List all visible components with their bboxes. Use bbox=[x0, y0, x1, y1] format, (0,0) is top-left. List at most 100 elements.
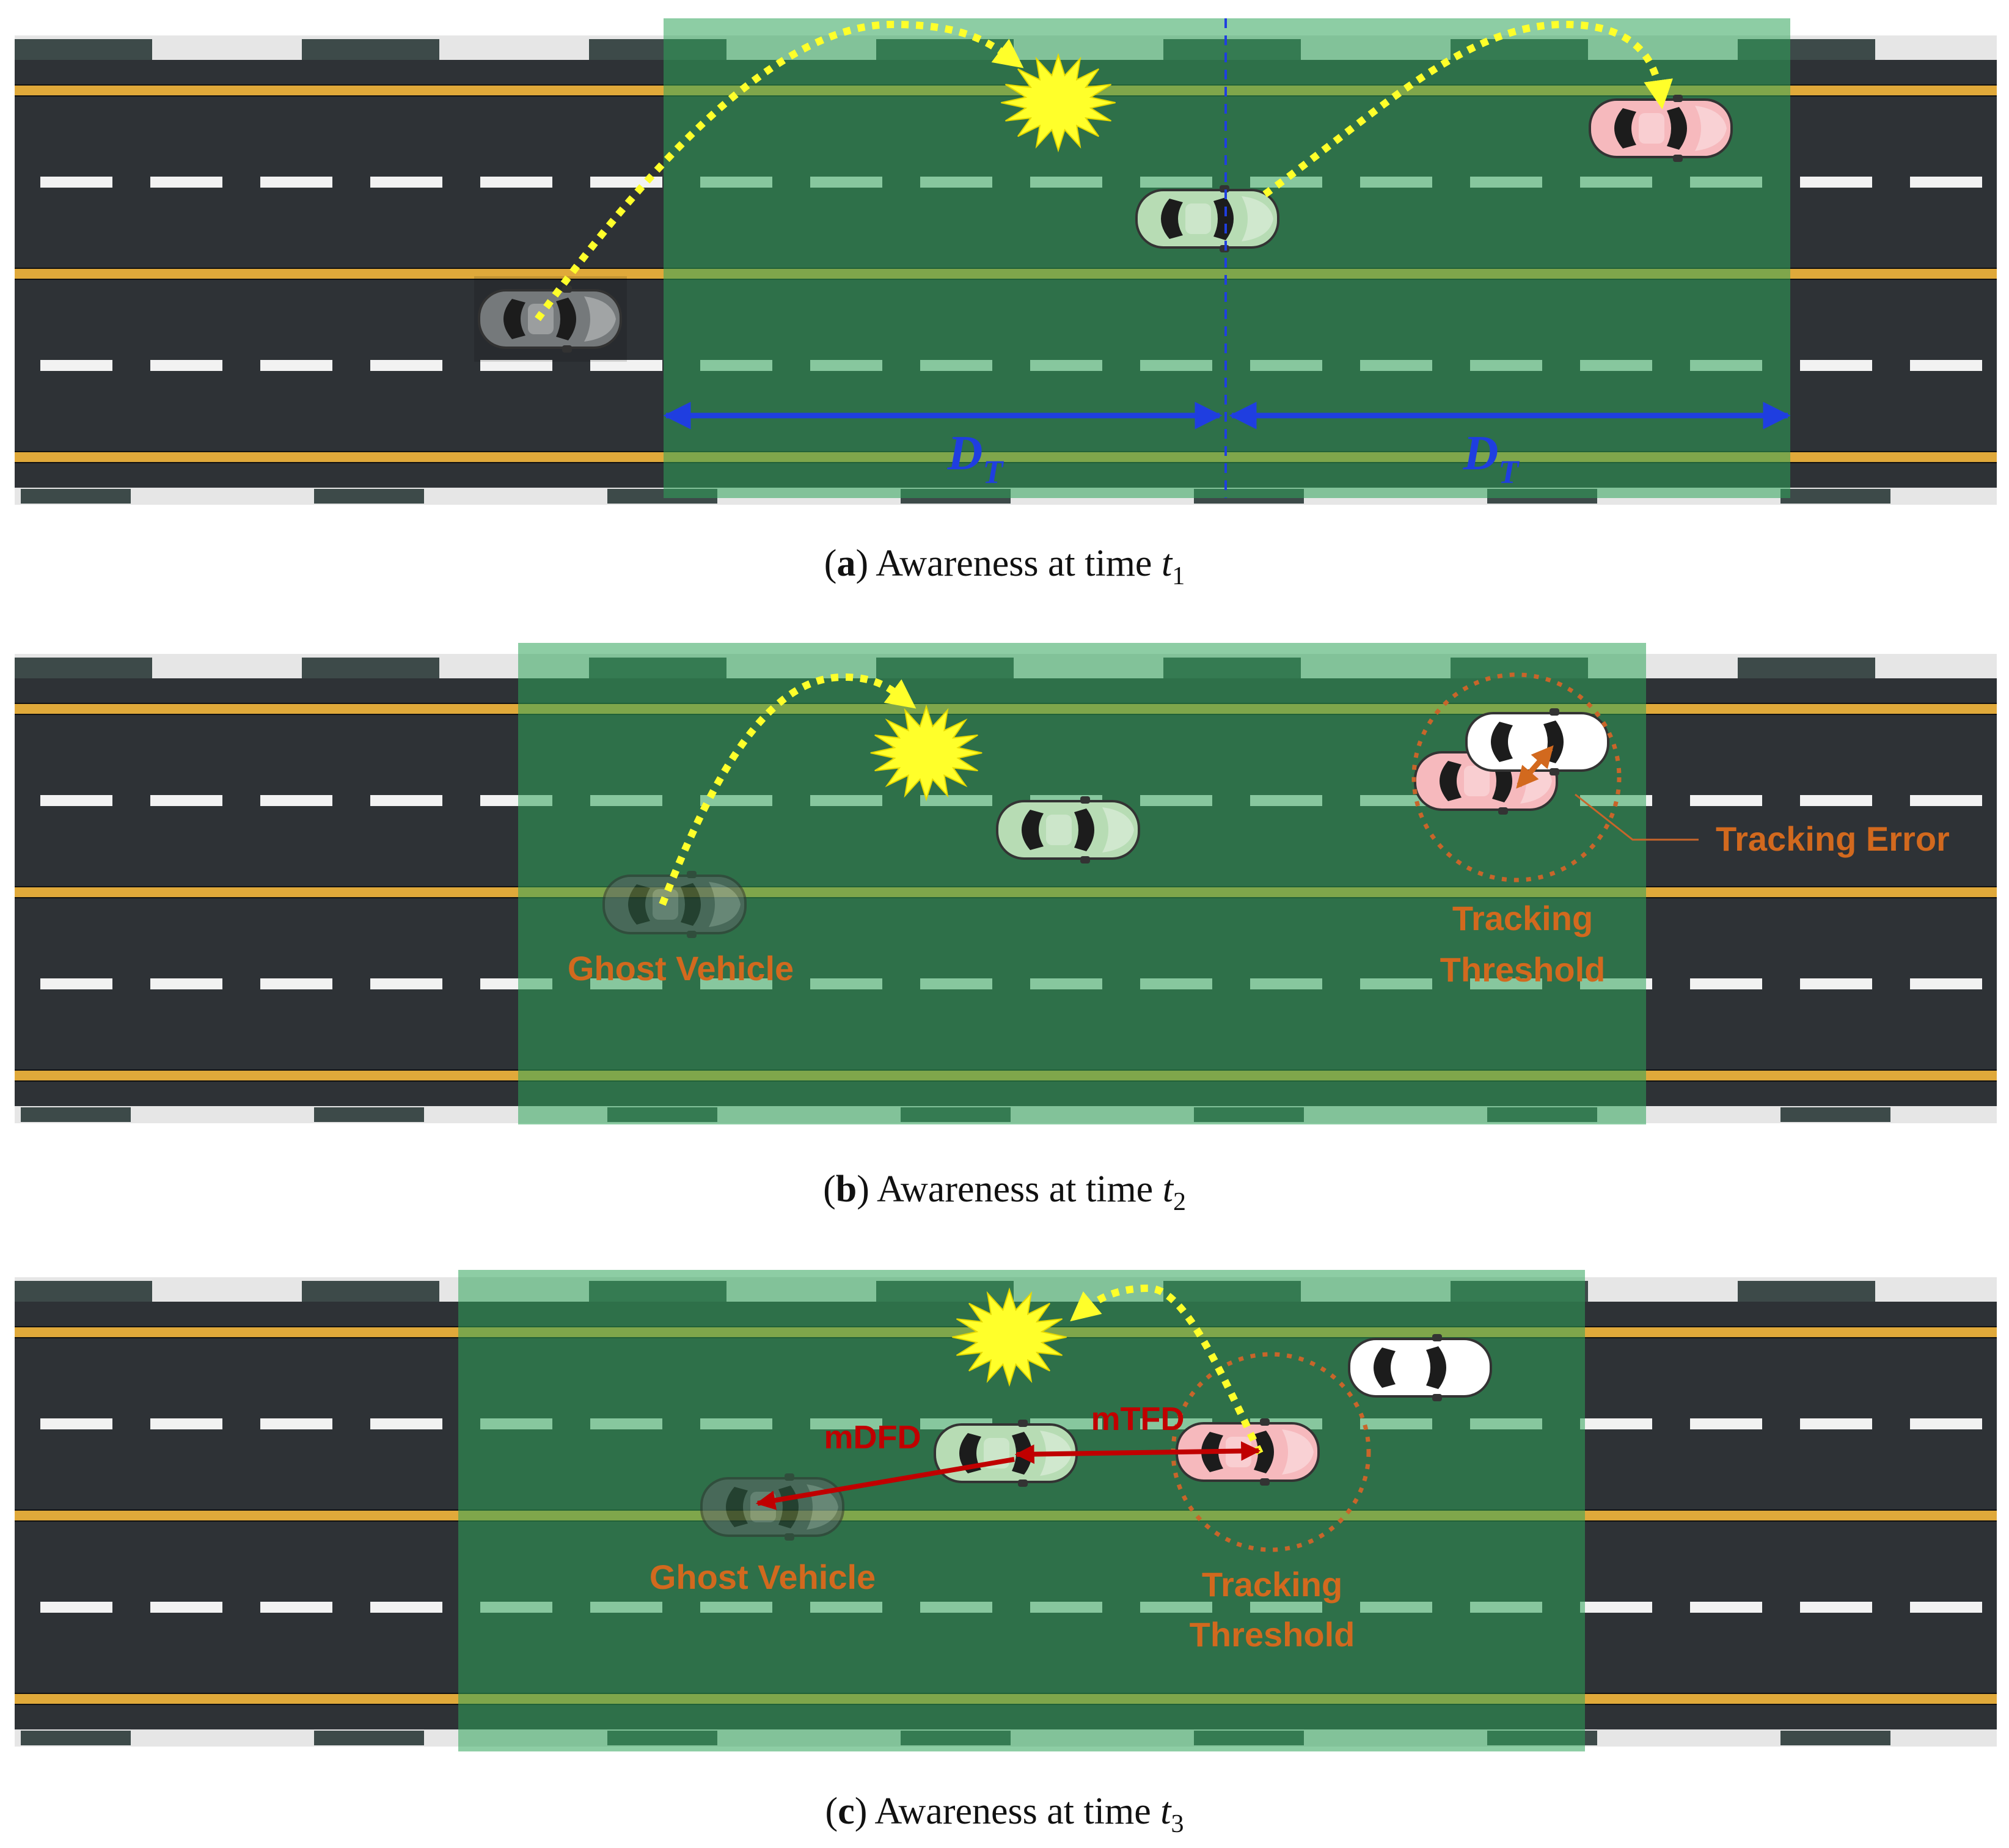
caption-text: Awareness at time bbox=[868, 543, 1162, 584]
caption-var: t bbox=[1160, 1791, 1172, 1832]
lane-dash bbox=[150, 1602, 222, 1613]
lane-dash bbox=[1910, 978, 1982, 989]
car-hood-shine bbox=[1695, 106, 1727, 151]
ghost-vehicle-label: Ghost Vehicle bbox=[650, 1558, 876, 1596]
car-hood-shine bbox=[1102, 807, 1134, 853]
panel-caption: (b) Awareness at time t2 bbox=[823, 1168, 1186, 1216]
lane-dash bbox=[1910, 795, 1982, 806]
car-rear-window bbox=[959, 1433, 981, 1473]
lane-dash bbox=[1690, 795, 1762, 806]
range-label: DT bbox=[1463, 427, 1520, 490]
car-windshield bbox=[1213, 197, 1234, 240]
lane-dash bbox=[370, 978, 442, 989]
curb-segment bbox=[15, 39, 152, 60]
tracking-error-leader bbox=[1575, 793, 1699, 841]
car-rear-window bbox=[726, 1487, 748, 1527]
caption-subscript: 2 bbox=[1173, 1188, 1186, 1216]
curb-segment bbox=[15, 658, 152, 678]
car-mirror bbox=[1260, 1418, 1270, 1426]
tracking-threshold-label: Tracking bbox=[1452, 899, 1593, 937]
tracking-error-arrow bbox=[1516, 745, 1554, 789]
curb-segment bbox=[15, 1281, 152, 1302]
car-windshield bbox=[556, 298, 576, 340]
car-hood-shine bbox=[1242, 196, 1273, 241]
car-mirror bbox=[785, 1533, 794, 1541]
car-mirror bbox=[1550, 768, 1559, 776]
caption-letter: b bbox=[836, 1168, 857, 1210]
lane-dash bbox=[1690, 1602, 1762, 1613]
lane-dash bbox=[1690, 1418, 1762, 1429]
lane-dash bbox=[150, 177, 222, 188]
tracking-threshold-circle bbox=[1411, 672, 1622, 882]
car-mirror bbox=[1080, 856, 1090, 864]
lane-dash bbox=[40, 795, 112, 806]
car-mirror bbox=[1673, 155, 1683, 162]
car-mirror bbox=[1080, 796, 1090, 804]
lane-dash bbox=[40, 978, 112, 989]
tracking-error-label: Tracking Error bbox=[1716, 820, 1950, 858]
car-rear-window bbox=[503, 299, 525, 339]
ghost-car-icon bbox=[700, 1473, 844, 1541]
car-mirror bbox=[1018, 1480, 1028, 1487]
collision-burst-icon bbox=[1001, 53, 1116, 153]
lane-dash bbox=[1690, 978, 1762, 989]
trajectory-arrow bbox=[659, 673, 917, 906]
tracking-threshold-label: Threshold bbox=[1190, 1615, 1355, 1654]
car-hood-shine bbox=[584, 296, 616, 342]
lane-dash bbox=[1580, 1602, 1652, 1613]
curb-segment bbox=[21, 1731, 131, 1745]
lane-dash bbox=[370, 177, 442, 188]
curb-segment bbox=[1780, 1731, 1890, 1745]
lane-dash bbox=[1800, 360, 1872, 371]
car-mirror bbox=[1432, 1394, 1442, 1401]
lane-dash bbox=[260, 177, 332, 188]
car-icon bbox=[1135, 185, 1279, 252]
caption-text: Awareness at time bbox=[867, 1791, 1160, 1832]
lane-dash bbox=[1910, 1602, 1982, 1613]
curb-segment bbox=[1738, 1281, 1875, 1302]
panel-caption: (a) Awareness at time t1 bbox=[824, 543, 1185, 590]
car-rear-window bbox=[1022, 810, 1044, 850]
car-mirror bbox=[1432, 1334, 1442, 1341]
car-icon bbox=[1465, 708, 1609, 776]
caption-text: Awareness at time bbox=[869, 1168, 1163, 1210]
lane-dash bbox=[1910, 1418, 1982, 1429]
range-label: DT bbox=[947, 427, 1005, 490]
lane-dash bbox=[260, 1602, 332, 1613]
lane-dash bbox=[40, 360, 112, 371]
mdfd-label: mDFD bbox=[824, 1419, 921, 1456]
curb-segment bbox=[314, 489, 424, 504]
car-mirror bbox=[1260, 1478, 1270, 1486]
curb-segment bbox=[1780, 1107, 1890, 1122]
car-icon bbox=[1589, 95, 1733, 162]
car-hood-shine bbox=[1454, 1345, 1486, 1390]
car-mirror bbox=[687, 871, 697, 878]
ghost-car-icon bbox=[602, 871, 747, 938]
car-roof bbox=[1185, 204, 1211, 234]
lane-dash bbox=[370, 1418, 442, 1429]
lane-dash bbox=[260, 795, 332, 806]
car-rear-window bbox=[1161, 199, 1183, 239]
tracking-threshold-label: Tracking bbox=[1202, 1565, 1342, 1604]
mtfd-arrow bbox=[1014, 1441, 1261, 1464]
caption-close: ) bbox=[857, 1168, 869, 1210]
mtfd-label: mTFD bbox=[1091, 1401, 1185, 1437]
lane-dash bbox=[1800, 795, 1872, 806]
caption-var: t bbox=[1162, 543, 1173, 584]
lane-dash bbox=[1580, 1418, 1652, 1429]
lane-dash bbox=[1800, 1602, 1872, 1613]
curb-segment bbox=[302, 39, 439, 60]
collision-burst-icon bbox=[870, 704, 983, 802]
caption-open: ( bbox=[823, 1168, 836, 1210]
lane-dash bbox=[480, 177, 552, 188]
lane-dash bbox=[150, 360, 222, 371]
car-mirror bbox=[1550, 708, 1559, 716]
panel-a: DT DT (a) Awareness at time t1 bbox=[15, 18, 1997, 590]
curb-segment bbox=[314, 1107, 424, 1122]
car-windshield bbox=[1667, 107, 1687, 150]
caption-close: ) bbox=[855, 1791, 868, 1832]
lane-dash bbox=[1800, 978, 1872, 989]
car-mirror bbox=[1673, 95, 1683, 102]
lane-dash bbox=[1910, 177, 1982, 188]
